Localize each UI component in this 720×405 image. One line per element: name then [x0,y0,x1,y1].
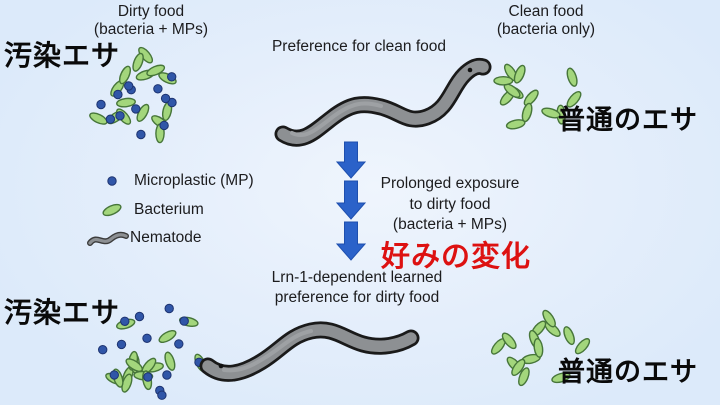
bacterium-icon [89,112,108,125]
microplastic-icon [105,114,116,124]
jp-label-clean-bottom: 普通のエサ [558,357,698,387]
microplastic-icon [109,370,120,380]
prolonged-exposure-caption: Prolonged exposure to dirty food (bacter… [372,174,528,236]
bacterium-icon [146,64,166,77]
caption-line: to dirty food [409,195,491,213]
legend-label: Microplastic (MP) [134,172,254,189]
caption-line: preference for dirty food [274,289,440,306]
clean-food-cluster-top [493,63,582,130]
bacterium-icon [164,351,176,371]
bacterium-icon [566,91,582,108]
microplastic-icon [153,84,163,94]
nematode-icon [86,227,130,249]
legend-item-microplastic: Microplastic (MP) [90,168,254,194]
bacterium-icon [518,367,530,387]
clean-food-title: Clean food [508,3,584,20]
legend-label: Nematode [130,229,202,246]
microplastic-icon [179,316,189,326]
microplastic-icon [162,370,172,380]
microplastic-icon [115,111,125,121]
bacterium-icon [116,97,136,108]
microplastic-icon [90,174,134,188]
bacterium-icon [523,89,539,107]
microplastic-icon [164,303,174,314]
legend-item-nematode: Nematode [86,225,202,251]
microplastic-icon [98,345,108,355]
bacterium-icon [513,64,526,84]
bacterium-icon [551,372,571,384]
bacterium-icon [118,65,132,85]
microplastic-icon [143,372,153,382]
bacterium-icon [542,309,556,328]
nematode-bottom [199,321,420,382]
bacterium-icon [90,201,134,219]
jp-label-dirty-bottom: 汚染エサ [4,297,121,328]
caption-line: (bacteria + MPs) [392,216,508,233]
microplastic-icon [160,93,171,104]
microplastic-icon [167,72,177,82]
microplastic-icon [131,104,141,114]
legend-label: Bacterium [134,201,204,218]
microplastic-icon [159,120,169,131]
bacterium-icon [541,107,561,119]
learned-preference-caption: Lrn-1-dependent learned preference for d… [247,268,467,308]
microplastic-icon [96,99,106,110]
nematode-bottom-eye [218,363,224,369]
bacterium-icon [132,52,144,72]
microplastic-icon [174,339,184,349]
dirty-food-title: Dirty food [117,3,185,20]
jp-label-dirty-top: 汚染エサ [4,40,121,71]
microplastic-icon [142,333,152,343]
bacterium-icon [511,358,526,377]
clean-food-cluster-bottom [490,309,591,387]
bacterium-icon [501,332,517,350]
dirty-food-subtitle: (bacteria + MPs) [93,20,209,38]
nematode-top [274,57,492,147]
bacterium-icon [505,119,526,130]
clean-food-subtitle: (bacteria only) [496,20,596,38]
microplastic-icon [124,81,134,91]
bacterium-icon [574,338,591,355]
nematode-top-eye [467,67,473,73]
microplastic-icon [134,311,145,322]
microplastic-icon [116,339,127,350]
microplastic-icon [136,129,146,140]
preference-clean-caption: Preference for clean food [271,38,447,55]
caption-line: Prolonged exposure [380,175,520,192]
bacterium-icon [158,329,177,344]
bacterium-icon [533,337,544,358]
microplastic-icon [157,390,167,400]
jp-label-clean-top: 普通のエサ [558,105,698,135]
legend-item-bacterium: Bacterium [90,197,204,223]
food-clusters [89,46,591,400]
bacterium-icon [566,67,578,87]
down-arrows [335,141,367,261]
dirty-food-cluster-top [89,46,177,144]
bacterium-icon [125,358,143,373]
caption-line: Lrn-1-dependent learned [271,269,443,286]
microplastic-icon [113,89,123,100]
dirty-food-label-top: Dirty food (bacteria + MPs) [78,3,224,38]
bacterium-icon [521,102,533,123]
bacterium-icon [563,326,575,346]
clean-food-label-top: Clean food (bacteria only) [483,3,609,38]
arrow-down-icon [335,180,367,220]
arrow-down-icon [335,141,367,179]
arrow-down-icon [335,221,367,261]
bacterium-icon [493,76,514,86]
microplastic-icon [120,316,130,326]
jp-preference-change-label: 好みの変化 [381,241,532,273]
